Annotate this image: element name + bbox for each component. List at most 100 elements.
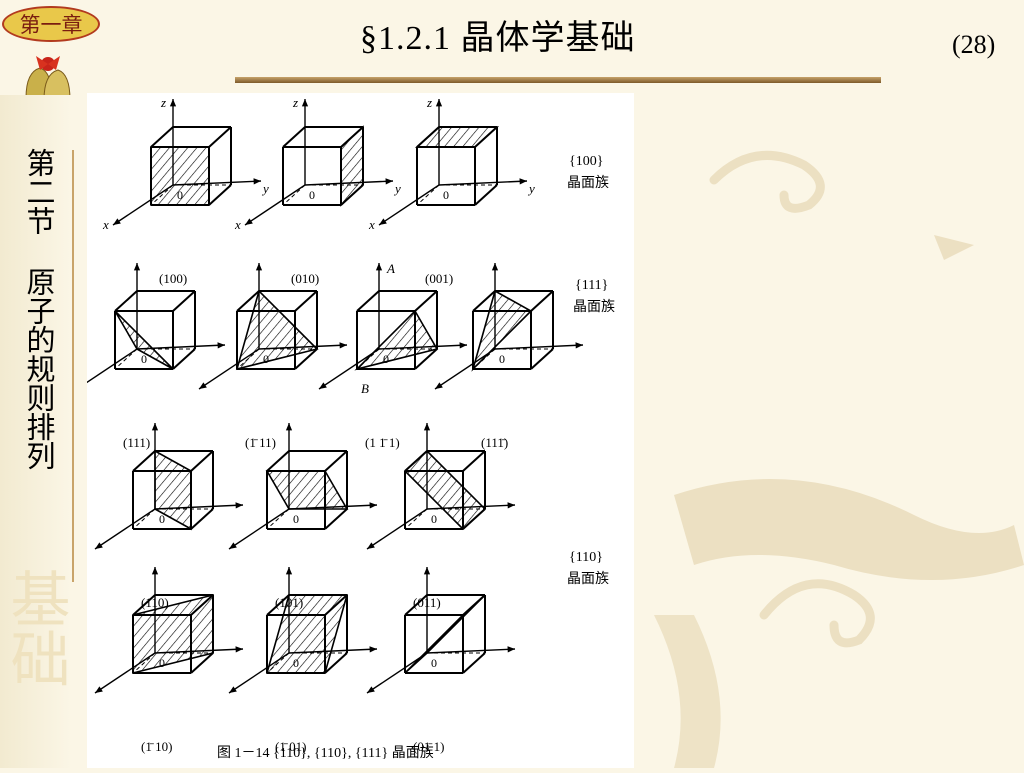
hidden-edge <box>404 508 428 530</box>
x-axis-label: x <box>102 217 109 232</box>
x-axis-arrow <box>199 382 207 389</box>
plane-label: (001) <box>425 271 453 286</box>
cube-cell: 0(1̄ 11) <box>198 263 348 450</box>
y-axis <box>378 344 468 350</box>
plane-label: (1̄ 10) <box>141 739 172 754</box>
z-axis-arrow <box>255 263 263 271</box>
z-axis-arrow <box>151 567 159 575</box>
y-axis <box>154 648 244 654</box>
cube-cell: 0 (1̄ 10) <box>94 567 244 754</box>
cube-edge <box>132 594 156 616</box>
x-axis-arrow <box>435 382 443 389</box>
cube-cell: 0 (111) <box>76 263 226 450</box>
x-axis-arrow <box>245 218 253 225</box>
cube-edge <box>340 184 364 206</box>
y-axis-arrow <box>235 646 243 653</box>
z-axis-arrow <box>301 99 309 107</box>
x-axis-label: x <box>368 217 375 232</box>
cube-edge <box>414 290 438 312</box>
crystal-plane-010 <box>340 125 364 207</box>
hidden-edge <box>132 508 156 530</box>
cube-edge <box>132 450 156 472</box>
hidden-edge <box>266 508 290 530</box>
z-axis-arrow <box>151 423 159 431</box>
y-axis-arrow <box>369 646 377 653</box>
crane-watermark-decoration <box>654 150 1024 768</box>
y-axis <box>258 344 348 350</box>
crystal-plane-1-11 <box>354 309 439 371</box>
cube-edge <box>356 290 380 312</box>
page-title: §1.2.1 晶体学基础 <box>360 20 636 57</box>
x-axis <box>76 348 138 390</box>
cube-edge <box>462 450 486 472</box>
y-axis-arrow <box>575 342 583 349</box>
cube-edge <box>462 594 486 616</box>
y-axis <box>136 344 226 350</box>
z-axis-arrow <box>375 263 383 271</box>
x-axis <box>228 508 290 550</box>
plane-label: (111̄) <box>481 435 508 450</box>
plane-label: (1̄ 01) <box>275 739 306 754</box>
y-axis-arrow <box>235 502 243 509</box>
hidden-edge <box>416 184 440 206</box>
cube-edge <box>236 290 260 312</box>
x-axis <box>244 184 306 226</box>
x-axis <box>94 652 156 694</box>
y-axis-arrow <box>253 178 261 185</box>
plane-label: (111) <box>123 435 150 450</box>
x-axis-arrow <box>367 686 375 693</box>
origin-label: 0 <box>141 352 147 366</box>
cube-edge <box>474 126 498 148</box>
point-A-label: A <box>386 261 395 276</box>
plane-label: (100) <box>159 271 187 286</box>
x-axis-arrow <box>229 686 237 693</box>
z-axis-arrow <box>435 99 443 107</box>
plane-label: (01̄ 1) <box>413 739 444 754</box>
y-axis-arrow <box>217 342 225 349</box>
x-axis <box>366 508 428 550</box>
cube-edge <box>190 652 214 674</box>
figure-caption: 图 1－14 {110}, {110}, {111} 晶面族 <box>217 745 434 761</box>
cube-edge <box>530 348 554 370</box>
z-axis-label: z <box>426 95 432 110</box>
cube-edge <box>324 508 348 530</box>
cube-edge <box>190 594 214 616</box>
origin-label: 0 <box>309 188 315 202</box>
family-index: {111} <box>575 278 608 293</box>
sidebar-background <box>0 95 72 768</box>
cube-edge <box>294 348 318 370</box>
origin-label: 0 <box>177 188 183 202</box>
x-axis-arrow <box>95 542 103 549</box>
y-axis-label: y <box>527 181 535 196</box>
x-axis <box>228 652 290 694</box>
cube-edge <box>340 126 364 148</box>
z-axis-arrow <box>285 423 293 431</box>
title-divider <box>235 77 881 83</box>
origin-label: 0 <box>443 188 449 202</box>
cube-edge <box>404 594 428 616</box>
x-axis-arrow <box>367 542 375 549</box>
chapter-badge[interactable]: 第一章 <box>2 6 100 42</box>
cube-edge <box>150 126 174 148</box>
x-axis <box>434 348 496 390</box>
y-axis-arrow <box>459 342 467 349</box>
origin-label: 0 <box>159 656 165 670</box>
cube-edge <box>324 594 348 616</box>
cube-edge <box>474 184 498 206</box>
z-axis-arrow <box>169 99 177 107</box>
plane-label: (1 1̄ 1) <box>365 435 400 450</box>
family-index: {100} <box>569 154 603 169</box>
y-axis-arrow <box>385 178 393 185</box>
x-axis <box>198 348 260 390</box>
y-axis <box>172 180 262 186</box>
origin-label: 0 <box>431 512 437 526</box>
y-axis <box>426 504 516 510</box>
crystal-plane-101 <box>265 470 349 510</box>
x-axis <box>94 508 156 550</box>
cube-edge <box>472 290 496 312</box>
sidebar-section-title: 第二节 原子的规则排列 <box>22 148 54 470</box>
x-axis-arrow <box>319 382 327 389</box>
